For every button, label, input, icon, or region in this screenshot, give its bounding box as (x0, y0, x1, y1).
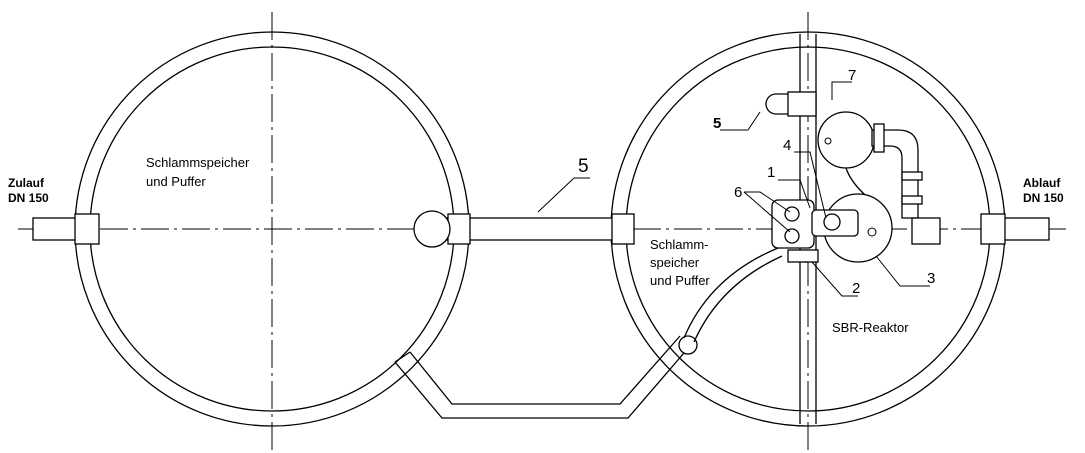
transfer-hose-outer (683, 247, 779, 339)
valve-1b (784, 228, 800, 244)
outlet-label: Ablauf (1023, 176, 1061, 190)
inlet-wall-sleeve (74, 213, 100, 245)
transfer-line (394, 247, 783, 419)
pump-7-coupling-1 (873, 123, 885, 153)
transfer-line-outer (394, 345, 691, 419)
leader-7 (831, 81, 852, 100)
unit-3-port (867, 227, 877, 237)
air-lift-coupling (787, 91, 817, 117)
callout-leaders (537, 81, 930, 297)
inlet-label: Zulauf (8, 176, 45, 190)
left-tank-label-line2: und Puffer (146, 174, 206, 189)
reactor-equipment (765, 91, 941, 263)
sludge-label-line1: Schlamm- (650, 237, 709, 252)
transfer-line-riser (678, 335, 698, 355)
callout-1: 1 (767, 164, 775, 181)
callout-5-top: 5 (713, 115, 721, 132)
leader-4 (794, 151, 827, 219)
outlet-size: DN 150 (1023, 191, 1064, 205)
sludge-label-line2: speicher (650, 255, 700, 270)
valve-4 (823, 213, 841, 231)
leader-5-center (537, 177, 590, 213)
left-tank (74, 12, 470, 450)
left-tank-label-line1: Schlammspeicher (146, 155, 250, 170)
pump-7-coupling-2 (901, 171, 923, 181)
leader-5-top (720, 111, 761, 131)
leader-6a (744, 191, 791, 213)
callout-5-center: 5 (578, 156, 589, 177)
pump-7-outlet-fitting (911, 217, 941, 245)
callout-6: 6 (734, 184, 742, 201)
connecting-pipe-sleeve-left (447, 213, 471, 245)
leader-3 (875, 255, 930, 287)
air-lift-fitting (765, 93, 791, 115)
leader-6b (743, 191, 791, 233)
sludge-label-line3: und Puffer (650, 273, 710, 288)
leader-2 (811, 261, 858, 297)
leader-1 (778, 179, 811, 209)
pump-7-coupling-3 (901, 195, 923, 205)
callout-7: 7 (848, 67, 856, 84)
outlet-pipe (980, 213, 1050, 245)
connecting-pipe-sleeve-right (611, 213, 635, 245)
connecting-pipe-inlet-opening (413, 210, 451, 248)
reactor-label: SBR-Reaktor (832, 320, 909, 335)
transfer-hose-inner (693, 255, 783, 343)
transfer-line-end-left (394, 351, 411, 363)
callout-2: 2 (852, 280, 860, 297)
callout-4: 4 (783, 137, 791, 154)
transfer-line-inner (409, 335, 681, 405)
pump-7-port (824, 137, 832, 145)
valve-2-body (787, 249, 819, 263)
pump-7 (817, 111, 875, 169)
inlet-pipe (32, 213, 100, 245)
valve-1a (784, 206, 800, 222)
connecting-pipe (413, 210, 635, 248)
callout-3: 3 (927, 270, 935, 287)
inlet-size: DN 150 (8, 191, 49, 205)
outlet-wall-sleeve (980, 213, 1006, 245)
